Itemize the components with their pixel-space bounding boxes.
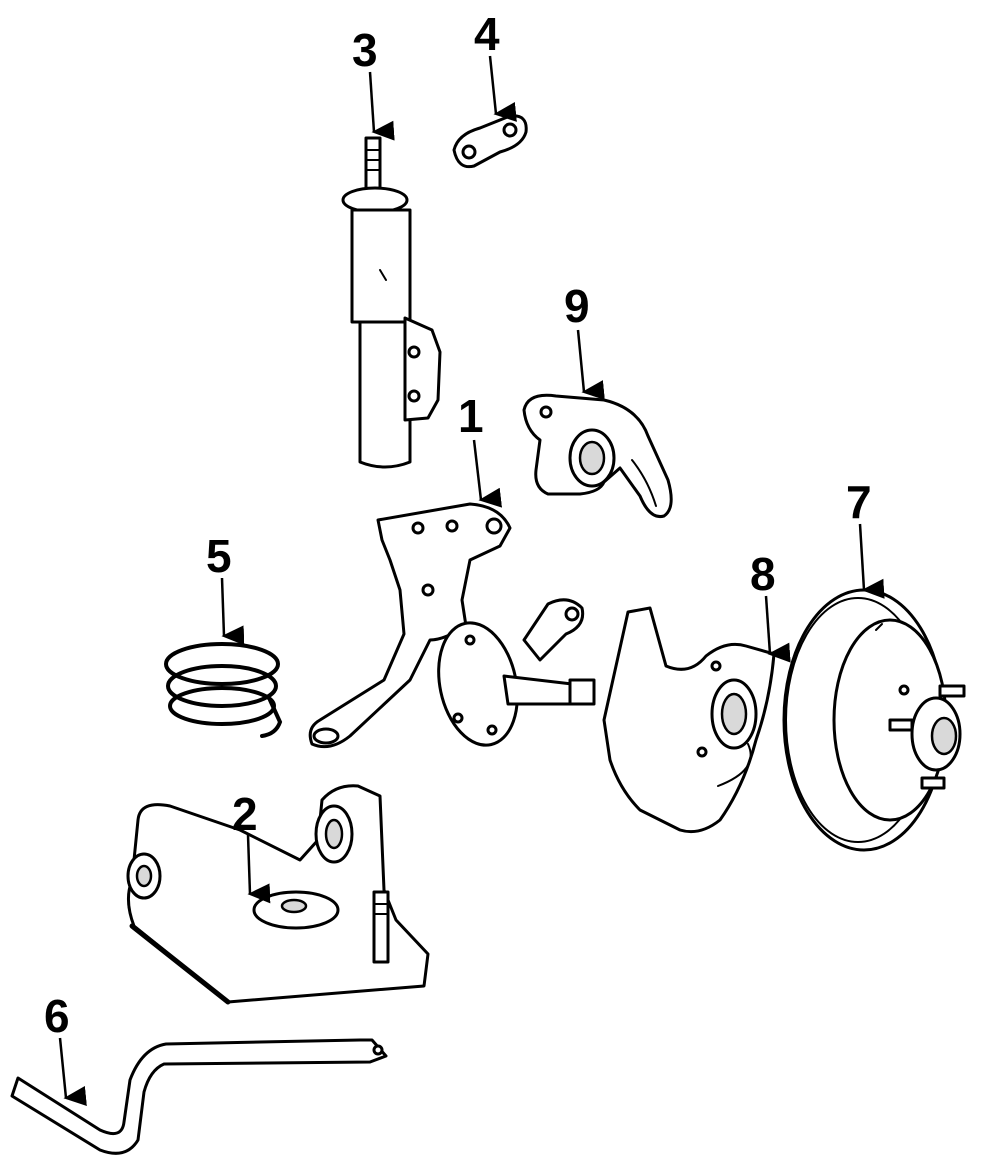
leader-line-4 — [488, 55, 517, 122]
leader-line-2 — [246, 834, 271, 904]
leader-line-9 — [576, 329, 605, 401]
bracket-plate — [452, 114, 528, 169]
strut-assembly — [341, 136, 442, 469]
lower-control-arm — [126, 784, 430, 1005]
callout-1: 1 — [458, 390, 484, 442]
callout-5: 5 — [206, 530, 232, 582]
upper-bushing-bracket — [522, 393, 673, 519]
callout-3: 3 — [352, 24, 378, 76]
leader-line-8 — [764, 595, 791, 663]
leader-line-1 — [472, 439, 503, 508]
steering-knuckle — [308, 502, 596, 749]
callout-2: 2 — [232, 788, 258, 840]
leader-line-5 — [220, 577, 245, 646]
coil-spring — [164, 642, 283, 738]
callout-6: 6 — [44, 990, 70, 1042]
leader-line-3 — [368, 71, 395, 141]
splash-shield — [602, 606, 776, 834]
callout-4: 4 — [474, 8, 500, 60]
brake-rotor — [782, 588, 966, 852]
leader-line-6 — [58, 1037, 87, 1106]
leader-line-7 — [858, 523, 885, 599]
callout-8: 8 — [750, 548, 776, 600]
callout-9: 9 — [564, 280, 590, 332]
stabilizer-bar — [10, 1038, 388, 1155]
callout-7: 7 — [846, 476, 872, 528]
